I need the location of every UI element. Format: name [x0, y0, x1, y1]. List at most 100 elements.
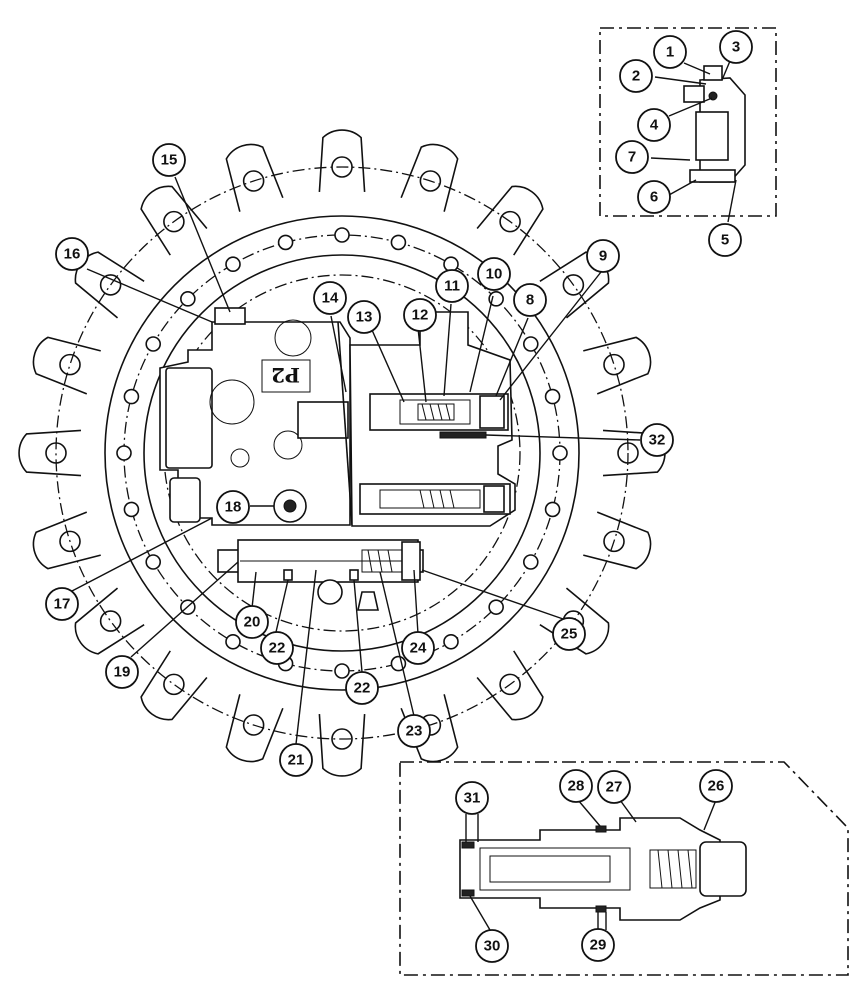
flange-bolt-hole — [99, 610, 122, 632]
backup-ring-30 — [461, 889, 475, 897]
svg-text:2: 2 — [632, 68, 640, 85]
flange-bolt-hole — [99, 274, 122, 296]
leader-2 — [654, 76, 707, 85]
middle-bolt-hole — [522, 336, 539, 352]
svg-text:9: 9 — [599, 248, 607, 265]
svg-text:24: 24 — [410, 640, 427, 657]
flange-lobe — [539, 587, 610, 655]
leader-25 — [421, 569, 567, 621]
callout-8: 8 — [513, 283, 547, 317]
flange-lobe — [476, 185, 544, 256]
svg-text:10: 10 — [486, 266, 503, 283]
leader-24 — [413, 569, 419, 635]
middle-bolt-hole — [334, 663, 350, 679]
callout-3: 3 — [719, 30, 753, 64]
fitting — [357, 591, 379, 611]
flange-lobe — [18, 429, 82, 477]
svg-text:13: 13 — [356, 309, 373, 326]
leader-17 — [71, 517, 213, 592]
leader-14 — [330, 315, 347, 393]
callout-32: 32 — [640, 423, 674, 457]
cartridge-spring — [649, 849, 697, 889]
callout-7: 7 — [615, 140, 649, 174]
svg-text:14: 14 — [322, 290, 339, 307]
pin-22a — [283, 569, 293, 581]
boss-circle-d — [230, 448, 250, 468]
flange-lobe — [225, 143, 284, 212]
flange-lobe — [140, 650, 208, 721]
callout-20: 20 — [235, 605, 269, 639]
svg-text:31: 31 — [464, 790, 481, 807]
leader-27 — [619, 799, 637, 823]
middle-bolt-hole — [277, 234, 294, 251]
flange-lobe — [400, 143, 459, 212]
callout-19: 19 — [105, 655, 139, 689]
svg-text:4: 4 — [650, 117, 659, 134]
callout-1: 1 — [653, 35, 687, 69]
callout-25: 25 — [552, 617, 586, 651]
leader-23 — [379, 571, 415, 717]
svg-text:8: 8 — [526, 292, 534, 309]
flange-lobe — [225, 694, 284, 763]
middle-bolt-hole — [552, 445, 568, 461]
callout-2: 2 — [619, 59, 653, 93]
svg-text:11: 11 — [444, 278, 460, 295]
middle-bolt-hole — [145, 554, 162, 570]
callout-18: 18 — [216, 490, 250, 524]
mount-hole — [317, 579, 343, 605]
middle-bolt-hole — [443, 256, 459, 273]
svg-text:3: 3 — [732, 39, 740, 56]
svg-text:5: 5 — [721, 232, 729, 249]
flange-lobe — [74, 587, 145, 655]
callout-21: 21 — [279, 743, 313, 777]
boss-circle-a — [209, 379, 255, 425]
valve-stamp-label: P2 — [271, 363, 300, 387]
leader-22a — [275, 579, 289, 633]
inset-cap — [703, 65, 723, 81]
svg-text:18: 18 — [225, 499, 242, 516]
middle-flange-ring — [104, 215, 580, 691]
svg-text:7: 7 — [628, 149, 636, 166]
end-cover — [165, 367, 213, 469]
spool-end-plug — [401, 541, 421, 581]
leader-16 — [86, 268, 213, 323]
flange-lobe — [32, 336, 101, 395]
leader-11 — [443, 303, 452, 397]
boss-circle-c — [273, 430, 303, 460]
middle-bolt-hole — [488, 291, 504, 307]
svg-text:23: 23 — [406, 723, 423, 740]
callout-5: 5 — [708, 223, 742, 257]
flange-bolt-hole — [59, 353, 81, 376]
relief-plug-left — [169, 477, 201, 523]
callout-12: 12 — [403, 298, 437, 332]
oring-28 — [595, 825, 607, 833]
svg-text:20: 20 — [244, 614, 261, 631]
svg-text:26: 26 — [708, 778, 725, 795]
callout-22b: 22 — [345, 671, 379, 705]
backup-ring-31 — [461, 841, 475, 849]
inset-bottom-border — [399, 761, 849, 976]
spool-upper — [399, 399, 471, 425]
leader-3 — [721, 60, 731, 81]
callout-27: 27 — [597, 770, 631, 804]
leader-10 — [469, 295, 494, 393]
boss-circle-b — [274, 319, 312, 357]
leader-22b — [353, 579, 363, 673]
cartridge-bore — [479, 847, 631, 891]
svg-text:30: 30 — [484, 938, 501, 955]
svg-text:32: 32 — [649, 432, 666, 449]
flange-lobe — [583, 336, 652, 395]
leader-28 — [577, 799, 601, 827]
flange-bolt-hole — [163, 673, 185, 696]
svg-text:28: 28 — [568, 778, 585, 795]
callout-15: 15 — [152, 143, 186, 177]
svg-text:17: 17 — [54, 596, 71, 613]
flange-lobe — [318, 129, 366, 193]
cartridge-spring-coils — [657, 849, 693, 889]
inset-border — [599, 27, 777, 217]
callout-29: 29 — [581, 928, 615, 962]
middle-bolt-hole — [334, 227, 350, 243]
callout-26: 26 — [699, 769, 733, 803]
svg-text:6: 6 — [650, 189, 658, 206]
